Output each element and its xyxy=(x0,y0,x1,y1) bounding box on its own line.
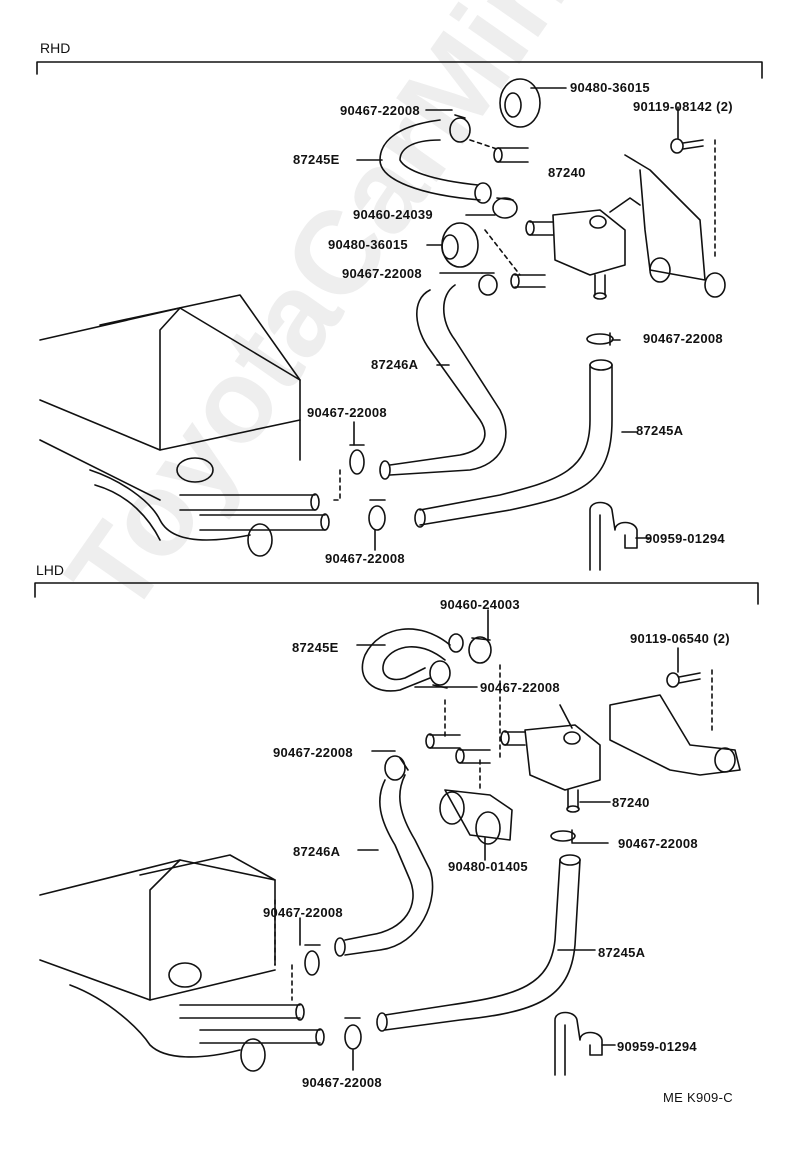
part-label[interactable]: 87245E xyxy=(292,640,339,655)
part-label[interactable]: 90119-06540 (2) xyxy=(630,631,730,646)
part-label[interactable]: 87245A xyxy=(598,945,646,960)
rhd-clamp-left-icon xyxy=(349,444,365,475)
lhd-hose-87245e xyxy=(361,628,451,692)
part-label[interactable]: 87245E xyxy=(293,152,340,167)
rhd-clamp-24039-icon xyxy=(492,197,518,219)
part-label[interactable]: 90119-08142 (2) xyxy=(633,99,733,114)
lhd-hose-87246a xyxy=(344,774,434,956)
lhd-hose-87245a xyxy=(384,859,581,1031)
rhd-grommet-mid-icon xyxy=(441,222,479,268)
rhd-hose-87245e xyxy=(379,119,481,201)
lhd-frame xyxy=(34,582,759,605)
part-label[interactable]: 90467-22008 xyxy=(340,103,420,118)
lhd-clamp-mid-icon xyxy=(429,660,451,689)
part-label[interactable]: 87240 xyxy=(612,795,650,810)
lhd-pipe-left xyxy=(425,733,461,749)
lhd-bolt-icon xyxy=(666,672,701,688)
part-label[interactable]: 87245A xyxy=(636,423,684,438)
rhd-leaders xyxy=(353,87,679,551)
part-label[interactable]: 90467-22008 xyxy=(302,1075,382,1090)
part-label[interactable]: 87240 xyxy=(548,165,586,180)
lhd-grommet-icon xyxy=(439,789,513,845)
part-label[interactable]: 90480-01405 xyxy=(448,859,528,874)
rhd-clip-icon xyxy=(589,501,638,571)
section-title-lhd: LHD xyxy=(36,562,65,578)
lhd-clip-icon xyxy=(554,1011,603,1076)
part-label[interactable]: 90467-22008 xyxy=(643,331,723,346)
lhd-bracket-icon xyxy=(609,694,741,776)
lhd-clamp-24003-icon xyxy=(468,636,492,664)
rhd-water-valve-icon xyxy=(525,197,641,300)
part-label[interactable]: 90460-24003 xyxy=(440,597,520,612)
lhd-clamp-left-icon xyxy=(304,944,321,976)
part-label[interactable]: 90480-36015 xyxy=(570,80,650,95)
part-label[interactable]: 90467-22008 xyxy=(618,836,698,851)
rhd-bracket-icon xyxy=(624,154,726,298)
lhd-clamp-right-icon xyxy=(550,829,576,843)
rhd-clamp-right-icon xyxy=(586,332,614,346)
rhd-clamp-mid-icon xyxy=(478,272,498,296)
lhd-heater-core-icon xyxy=(39,854,325,1072)
part-label[interactable]: 90467-22008 xyxy=(273,745,353,760)
lhd-pipe-right xyxy=(455,748,491,764)
lhd-clamp-bottom-icon xyxy=(344,1017,362,1050)
rhd-pipe-upper xyxy=(493,147,529,163)
rhd-bolt-icon xyxy=(670,138,704,154)
lhd-water-valve-icon xyxy=(500,704,601,813)
rhd-grommet-top-icon xyxy=(499,78,541,128)
part-label[interactable]: 90467-22008 xyxy=(342,266,422,281)
part-label[interactable]: 87246A xyxy=(293,844,341,859)
rhd-clamp-top-icon xyxy=(449,114,471,143)
rhd-heater-core-icon xyxy=(39,294,330,557)
part-label[interactable]: 90467-22008 xyxy=(307,405,387,420)
rhd-hose-87245a xyxy=(419,364,613,526)
section-title-rhd: RHD xyxy=(40,40,71,56)
lhd-clamp-left-upper-icon xyxy=(384,755,409,781)
rhd-frame xyxy=(36,61,763,79)
part-label[interactable]: 90959-01294 xyxy=(645,531,725,546)
rhd-hose-87246a xyxy=(389,284,507,476)
rhd-clamp-bottom-icon xyxy=(368,499,386,531)
part-label[interactable]: 90467-22008 xyxy=(480,680,560,695)
part-label[interactable]: 90467-22008 xyxy=(325,551,405,566)
part-label[interactable]: 90460-24039 xyxy=(353,207,433,222)
part-label[interactable]: 90959-01294 xyxy=(617,1039,697,1054)
lhd-leaders xyxy=(299,609,679,1071)
part-label[interactable]: 87246A xyxy=(371,357,419,372)
part-label[interactable]: 90480-36015 xyxy=(328,237,408,252)
rhd-pipe-lower xyxy=(510,273,546,289)
diagram-code: ME K909-C xyxy=(663,1090,733,1105)
part-label[interactable]: 90467-22008 xyxy=(263,905,343,920)
